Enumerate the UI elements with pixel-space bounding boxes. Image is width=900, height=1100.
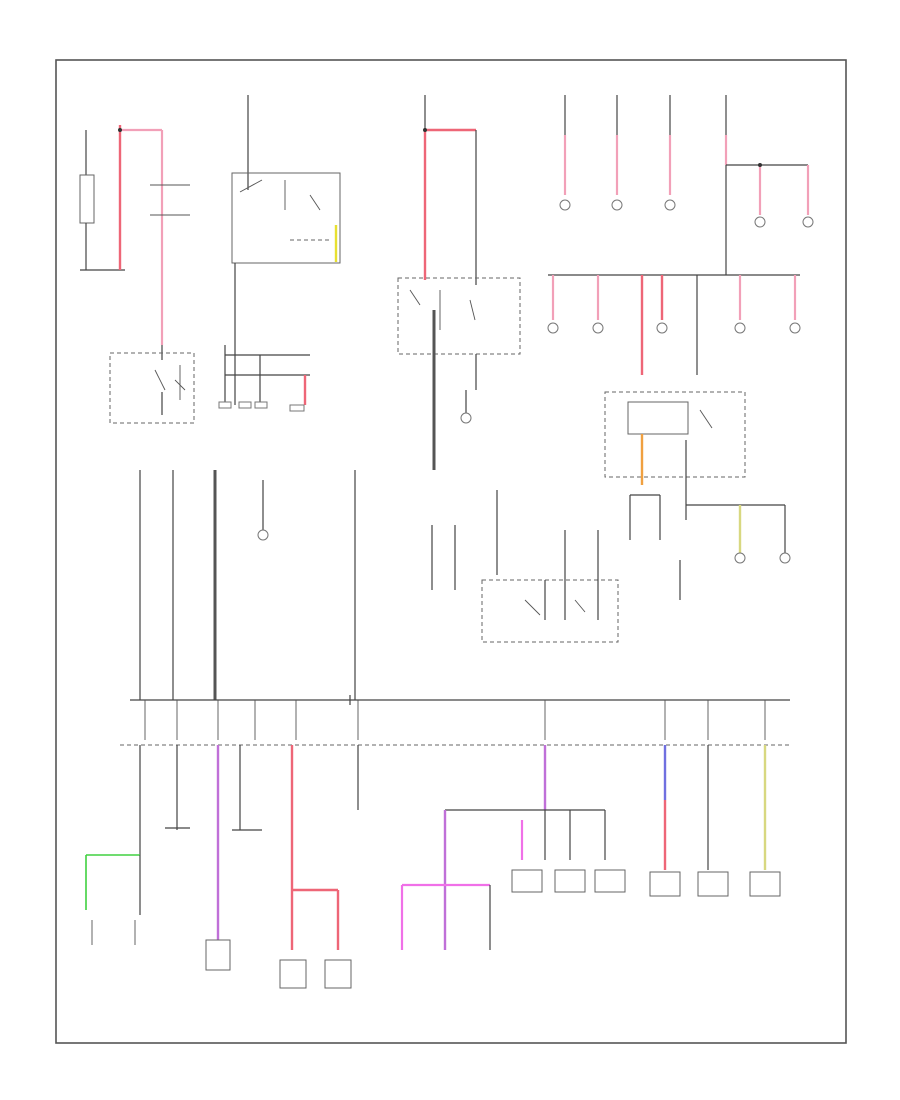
ground-symbol [218, 401, 232, 409]
main-relay-box [397, 277, 521, 355]
ground-symbol [238, 401, 252, 409]
battery-fusible-link-section [79, 125, 195, 424]
ignition-switch-body [231, 172, 341, 264]
fuse-panel-fuses [144, 700, 766, 740]
relay-box-right [604, 391, 746, 478]
relay-terminal [460, 412, 472, 424]
middle-switch-section [257, 470, 619, 700]
diagram-border [55, 59, 847, 1044]
left-vertical-feeds [139, 470, 217, 700]
main-relay-section [397, 95, 521, 470]
ground-symbol [254, 401, 268, 409]
relay-box-left [109, 352, 195, 424]
ground-symbol [289, 404, 305, 412]
fuse-row-middle [547, 274, 801, 600]
ignition-switch-section [218, 95, 341, 412]
fuse-row-top [559, 95, 814, 275]
lower-left-outputs [85, 745, 359, 989]
switch-box-middle [481, 579, 619, 643]
fusible-link-element [79, 174, 95, 224]
fuse-panel-bus [120, 695, 790, 746]
lower-right-outputs [400, 745, 781, 950]
